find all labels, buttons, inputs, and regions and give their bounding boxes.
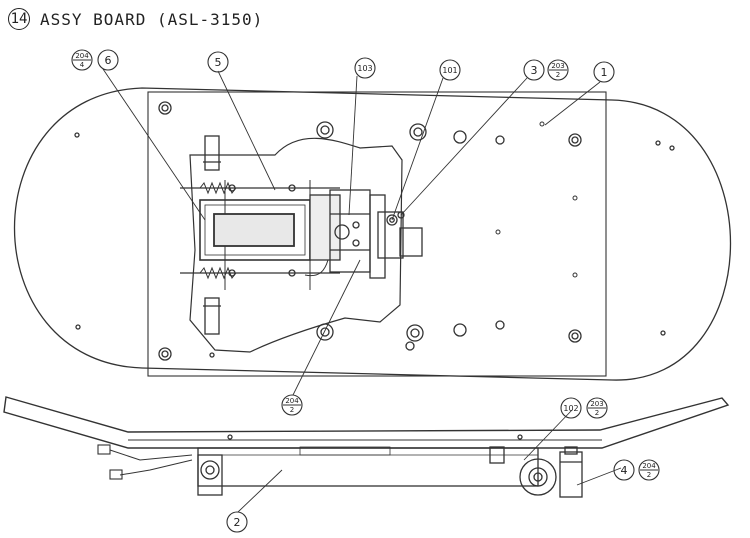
mount-hole <box>74 132 80 138</box>
callout-3-frac-top: 203 <box>551 62 564 70</box>
title-text: ASSY BOARD (ASL-3150) <box>40 9 264 29</box>
callout-1: 1 <box>601 66 608 79</box>
leader-lines <box>102 68 622 513</box>
callout-2: 2 <box>234 516 241 529</box>
center-plate <box>147 91 607 377</box>
mount-hole <box>660 330 666 336</box>
callout-4: 4 <box>621 464 628 477</box>
spring-top <box>199 181 237 195</box>
stand-pin-top <box>203 135 221 171</box>
callout-4-frac-bottom: 2 <box>647 471 651 479</box>
callout-4-frac-top: 204 <box>642 462 656 470</box>
callout-labels: 204 4 6 5 103 101 3 203 2 1 204 2 102 20… <box>75 52 656 529</box>
display-module <box>199 199 311 261</box>
callout-204-frac-bottom: 2 <box>290 406 294 414</box>
pivot-left <box>200 460 220 480</box>
callout-5: 5 <box>215 56 222 69</box>
callout-6-frac-bottom: 4 <box>80 61 85 69</box>
screw-block <box>559 451 583 498</box>
base-frame <box>197 447 539 487</box>
callout-102-frac-bottom: 2 <box>595 409 599 417</box>
mount-bracket <box>189 137 403 353</box>
mount-hole <box>669 145 675 151</box>
callout-6: 6 <box>105 54 112 67</box>
mount-hole <box>75 324 81 330</box>
side-hole <box>517 434 523 440</box>
side-hole <box>227 434 233 440</box>
callout-102: 102 <box>563 404 578 413</box>
wire-connector-lower <box>119 459 193 476</box>
callout-3: 3 <box>531 64 538 77</box>
mount-hole <box>655 140 661 146</box>
drawing-title: 14 ASSY BOARD (ASL-3150) <box>8 6 263 32</box>
stand-pin-bottom <box>203 297 221 335</box>
rivet-dots <box>495 121 578 278</box>
callout-3-frac-bottom: 2 <box>556 71 560 79</box>
cable <box>304 259 329 277</box>
connector-block <box>369 194 423 279</box>
callout-103: 103 <box>357 64 372 73</box>
spring-bottom <box>199 266 237 280</box>
callout-102-frac-top: 203 <box>590 400 603 408</box>
board-outline-top-view <box>14 87 731 381</box>
sensor-block <box>309 189 371 273</box>
callout-204-frac-top: 204 <box>285 397 299 405</box>
callout-101: 101 <box>442 66 457 75</box>
board-outline-side-view <box>3 396 730 449</box>
wire-connector-upper <box>109 449 193 461</box>
cam-wheel <box>519 458 557 496</box>
callout-circles <box>71 49 660 533</box>
title-number-badge: 14 <box>8 8 30 30</box>
callout-6-frac-top: 204 <box>75 52 89 60</box>
